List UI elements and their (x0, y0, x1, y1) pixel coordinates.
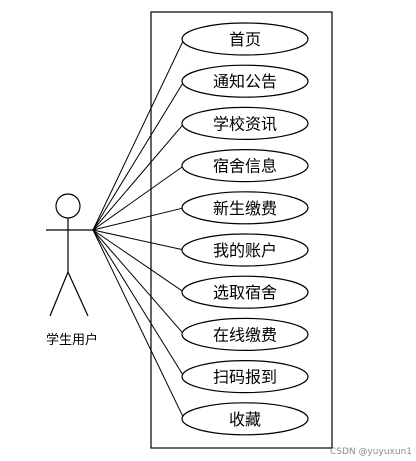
use-case: 学校资讯 (181, 106, 309, 141)
use-case-label: 通知公告 (213, 72, 277, 91)
use-case-label: 选取宿舍 (213, 283, 277, 302)
actor-left-leg (49, 271, 69, 317)
association-line (92, 38, 185, 231)
use-case-ellipse (181, 22, 309, 56)
association-line (92, 207, 185, 231)
association-line (92, 80, 185, 231)
use-case-label: 收藏 (229, 410, 261, 429)
use-case-ellipse (181, 317, 309, 351)
association-line (92, 229, 185, 420)
use-case: 收藏 (181, 402, 309, 436)
use-case-ellipse (181, 149, 309, 183)
use-case-label: 我的账户 (213, 241, 277, 260)
system-boundary (150, 11, 333, 449)
use-case-label: 学校资讯 (213, 114, 277, 133)
association-line (92, 229, 185, 377)
use-case-ellipse (181, 275, 309, 309)
use-case-label: 宿舍信息 (213, 157, 277, 176)
association-line (92, 123, 185, 231)
use-case-label: 新生缴费 (213, 199, 277, 218)
use-case-ellipse (181, 64, 309, 98)
use-case: 选取宿舍 (181, 275, 309, 309)
use-case: 在线缴费 (181, 317, 309, 351)
association-lines (92, 38, 185, 420)
association-line (92, 229, 185, 335)
use-case: 新生缴费 (181, 191, 309, 225)
use-case-ellipse (181, 402, 309, 436)
association-line (92, 165, 185, 231)
use-case: 扫码报到 (181, 360, 309, 394)
use-case-ellipse (181, 191, 309, 225)
stick-figure-icon (46, 193, 93, 317)
use-case-label: 在线缴费 (213, 325, 277, 344)
use-case-ellipse (181, 360, 309, 394)
use-case-ellipse (181, 106, 309, 141)
association-line (92, 229, 185, 293)
watermark: CSDN @yuyuxun1 (330, 447, 412, 457)
actor-label: 学生用户 (46, 332, 98, 348)
use-case: 我的账户 (181, 233, 309, 267)
use-case-ellipse (181, 233, 309, 267)
actor-right-leg (67, 271, 89, 317)
use-case: 通知公告 (181, 64, 309, 98)
use-case: 宿舍信息 (181, 149, 309, 183)
use-case-label: 首页 (229, 30, 261, 49)
use-case-label: 扫码报到 (213, 368, 277, 387)
actor-head (55, 193, 81, 219)
association-line (92, 229, 185, 251)
use-case: 首页 (181, 22, 309, 56)
